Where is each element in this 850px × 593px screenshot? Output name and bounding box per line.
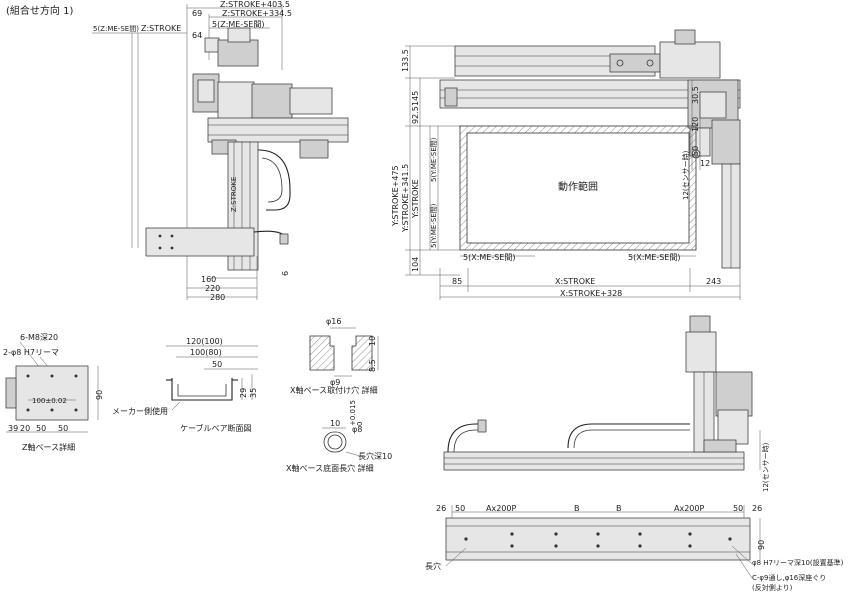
dim-z-stroke-334: Z:STROKE+334.5 xyxy=(222,9,292,18)
slot-depth-label: 長穴深10 xyxy=(358,451,392,461)
z-base-caption: Z軸ベース詳細 xyxy=(22,442,75,452)
dim-12: 12 xyxy=(700,159,710,168)
dim-phi9: φ9 xyxy=(330,378,340,387)
side-view: 12(センサー時) xyxy=(443,315,770,492)
x-mount-caption: X軸ベース取付け穴 詳細 xyxy=(290,385,378,395)
dim-50b: 50 xyxy=(58,424,68,433)
dim-50-left: 50 xyxy=(455,504,465,513)
z-base-tap-label: 6-M8深20 xyxy=(20,333,58,342)
cable-bearer-detail: 120(100) 100(80) 50 29 35 メーカー側使用 ケーブルベア… xyxy=(112,337,258,433)
dim-10-slot: 10 xyxy=(330,419,340,428)
dim-50-cb: 50 xyxy=(212,360,222,369)
dim-64: 64 xyxy=(192,31,202,40)
dim-20: 20 xyxy=(20,424,30,433)
dim-50: 50 xyxy=(691,146,700,156)
top-view: 133.5 145 92.5 104 Y:STROKE+475 Y:STROKE… xyxy=(391,29,741,300)
dim-104: 104 xyxy=(411,257,420,272)
dim-10-mount: 10 xyxy=(368,336,377,346)
dim-220: 220 xyxy=(205,284,220,293)
dim-8-5: 8.5 xyxy=(368,359,377,372)
x-slot-detail: 10 φ8 +0.015 0 長穴深10 X軸ベース底面長穴 詳細 xyxy=(286,400,392,473)
dim-243: 243 xyxy=(706,277,721,286)
dim-y-stroke-341: Y:STROKE+341.5 xyxy=(401,164,410,233)
dim-phi16: φ16 xyxy=(326,317,341,326)
dim-160: 160 xyxy=(201,275,216,284)
dim-100-tol: 100±0.02 xyxy=(32,397,67,405)
dim-y-stroke-475: Y:STROKE+475 xyxy=(391,165,400,227)
base-plan-view: 26 50 Ax200P B B Ax200P 50 26 90 長穴 φ8 H… xyxy=(425,504,844,592)
z-base-detail: 6-M8深20 2-φ8 H7リーマ 100±0.02 39 20 50 50 … xyxy=(3,333,104,452)
dim-b-2: B xyxy=(616,504,622,513)
dim-ax200p-left: Ax200P xyxy=(486,504,516,513)
dim-85: 85 xyxy=(452,277,462,286)
dim-50a: 50 xyxy=(36,424,46,433)
dim-90-base: 90 xyxy=(757,540,766,550)
dim-z-stroke-403: Z:STROKE+403.5 xyxy=(220,0,290,9)
dim-x-stroke-328: X:STROKE+328 xyxy=(560,289,622,298)
dim-145: 145 xyxy=(411,91,420,106)
dim-12-sensor-side: 12(センサー時) xyxy=(762,442,770,492)
dim-29: 29 xyxy=(239,388,248,398)
dim-30-5: 30.5 xyxy=(691,86,700,104)
dim-26-right: 26 xyxy=(752,504,762,513)
dim-39: 39 xyxy=(8,424,18,433)
dim-x-mese-left: 5(X:ME-SE間) xyxy=(463,253,515,262)
slot-note: 長穴 xyxy=(425,561,441,571)
cable-bearer-caption: ケーブルベア断面図 xyxy=(180,423,252,433)
dim-6: 6 xyxy=(281,271,290,276)
maker-side-label: メーカー側使用 xyxy=(112,406,168,416)
dim-12-sensor: 12(センサー時) xyxy=(682,150,690,200)
dim-y-mese-bottom: 5(Y:ME-SE間) xyxy=(430,203,438,248)
x-slot-caption: X軸ベース底面長穴 詳細 xyxy=(286,463,374,473)
dim-280: 280 xyxy=(210,293,225,302)
label-z-mese-left: 5(Z:ME-SE間) xyxy=(93,25,139,33)
label-z-stroke-left: Z:STROKE xyxy=(141,24,181,33)
x-mount-detail: φ16 φ9 10 8.5 X軸ベース取付け穴 詳細 xyxy=(290,317,379,395)
dim-92-5: 92.5 xyxy=(411,106,420,124)
dim-z-stroke-side: Z:STROKE xyxy=(230,177,238,212)
z-base-pin-label: 2-φ8 H7リーマ xyxy=(3,348,59,357)
front-view: Z:STROKE+403.5 Z:STROKE+334.5 69 5(Z:ME-… xyxy=(92,0,349,302)
dim-tol-zero: 0 xyxy=(356,422,364,426)
dim-133-5: 133.5 xyxy=(401,49,410,72)
dim-69: 69 xyxy=(192,9,202,18)
counterbore-note: C-φ9通し,φ16深座ぐり xyxy=(752,573,826,582)
dim-tol-plus: +0.015 xyxy=(349,400,357,426)
drawing-title: (組合せ方向 1) xyxy=(6,4,73,17)
dim-x-stroke: X:STROKE xyxy=(555,277,595,286)
dim-26-left: 26 xyxy=(436,504,446,513)
pin-note: φ8 H7リーマ深10(設置基準) xyxy=(752,558,844,567)
dim-y-mese-top: 5(Y:ME-SE間) xyxy=(430,137,438,182)
dim-50-right: 50 xyxy=(733,504,743,513)
dim-x-mese-right: 5(X:ME-SE間) xyxy=(628,253,680,262)
dim-90: 90 xyxy=(95,390,104,400)
dim-35: 35 xyxy=(249,388,258,398)
dim-ax200p-right: Ax200P xyxy=(674,504,704,513)
dim-100-80: 100(80) xyxy=(190,348,222,357)
dim-120: 120 xyxy=(691,117,700,132)
dim-120-100: 120(100) xyxy=(186,337,223,346)
dim-z-mese: 5(Z:ME-SE間) xyxy=(212,20,264,29)
dim-y-stroke: Y:STROKE xyxy=(411,179,420,219)
dim-phi8: φ8 xyxy=(352,425,362,434)
motion-range-label: 動作範囲 xyxy=(558,180,598,193)
opposite-side-note: (反対側より) xyxy=(752,583,793,592)
dim-b-1: B xyxy=(574,504,580,513)
